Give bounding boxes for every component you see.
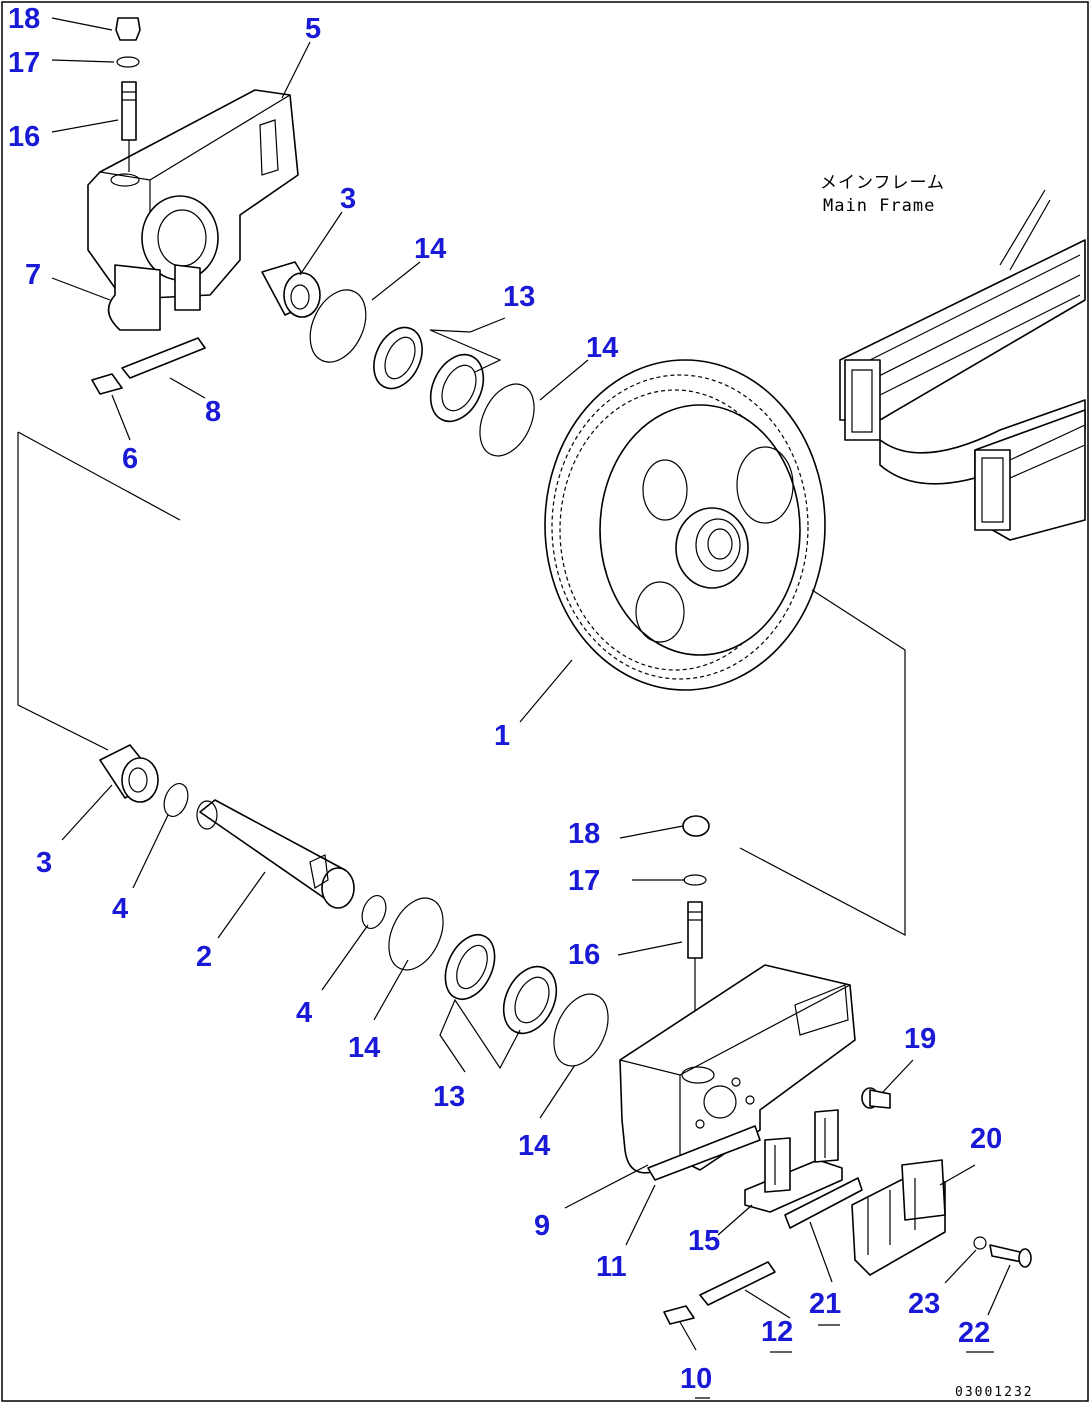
callout-9: 9 [534, 1210, 550, 1242]
callout-18: 18 [8, 3, 40, 35]
lower-o-ring-right [361, 894, 387, 930]
callout-14: 14 [586, 332, 618, 364]
plate-21 [784, 1177, 863, 1229]
callout-16: 16 [8, 121, 40, 153]
leader-lines [51, 17, 1011, 1399]
idler-shaft [196, 799, 355, 909]
upper-seal-rings [309, 289, 535, 457]
callout-21: 21 [809, 1288, 841, 1320]
callout-7: 7 [25, 259, 41, 291]
guide-15 [744, 1109, 843, 1213]
callout-11: 11 [596, 1251, 627, 1283]
lower-bracket [619, 964, 856, 1181]
guard-20 [851, 1159, 946, 1276]
callout-23: 23 [908, 1288, 940, 1320]
callout-15: 15 [688, 1225, 720, 1257]
idler-wheel [544, 359, 826, 691]
callout-6: 6 [122, 443, 138, 475]
callout-10: 10 [680, 1363, 712, 1395]
lower-seal-rings [388, 897, 609, 1067]
callout-13: 13 [503, 281, 535, 313]
callout-17: 17 [568, 865, 600, 897]
callout-1: 1 [494, 720, 510, 752]
callout-22: 22 [958, 1317, 990, 1349]
washer-23 [973, 1236, 987, 1250]
callout-16: 16 [568, 939, 600, 971]
drawing-code: 03001232 [955, 1385, 1034, 1400]
upper-shims [91, 337, 206, 395]
callout-3: 3 [340, 183, 356, 215]
callout-18: 18 [568, 818, 600, 850]
upper-bracket [87, 89, 299, 331]
assembly-lines [17, 431, 906, 936]
lower-bushing [99, 744, 159, 803]
callout-20: 20 [970, 1123, 1002, 1155]
callout-14: 14 [348, 1032, 380, 1064]
lower-bolt-set [682, 815, 710, 1060]
callout-14: 14 [518, 1130, 550, 1162]
callout-4: 4 [112, 893, 128, 925]
callout-14: 14 [414, 233, 446, 265]
callout-4: 4 [296, 997, 312, 1029]
frame-label-english: Main Frame [823, 196, 935, 216]
callout-numbers: 18 17 16 5 3 7 14 13 14 8 6 1 3 4 2 18 1… [8, 3, 1002, 1395]
bolt-19 [861, 1087, 891, 1109]
callout-13: 13 [433, 1081, 465, 1113]
shim-12 [699, 1261, 776, 1306]
callout-19: 19 [904, 1023, 936, 1055]
bolt-22 [989, 1244, 1032, 1268]
frame-label-japanese: メインフレーム [820, 173, 945, 193]
callout-12: 12 [761, 1316, 793, 1348]
callout-3: 3 [36, 847, 52, 879]
upper-bolt-set [115, 17, 141, 172]
callout-5: 5 [305, 13, 321, 45]
callout-17: 17 [8, 47, 40, 79]
plate-10 [663, 1305, 695, 1325]
lower-o-ring-left [163, 782, 189, 818]
upper-bushing [261, 261, 321, 318]
callout-2: 2 [196, 941, 212, 973]
callout-8: 8 [205, 396, 221, 428]
main-frame-drawing [839, 189, 1086, 541]
